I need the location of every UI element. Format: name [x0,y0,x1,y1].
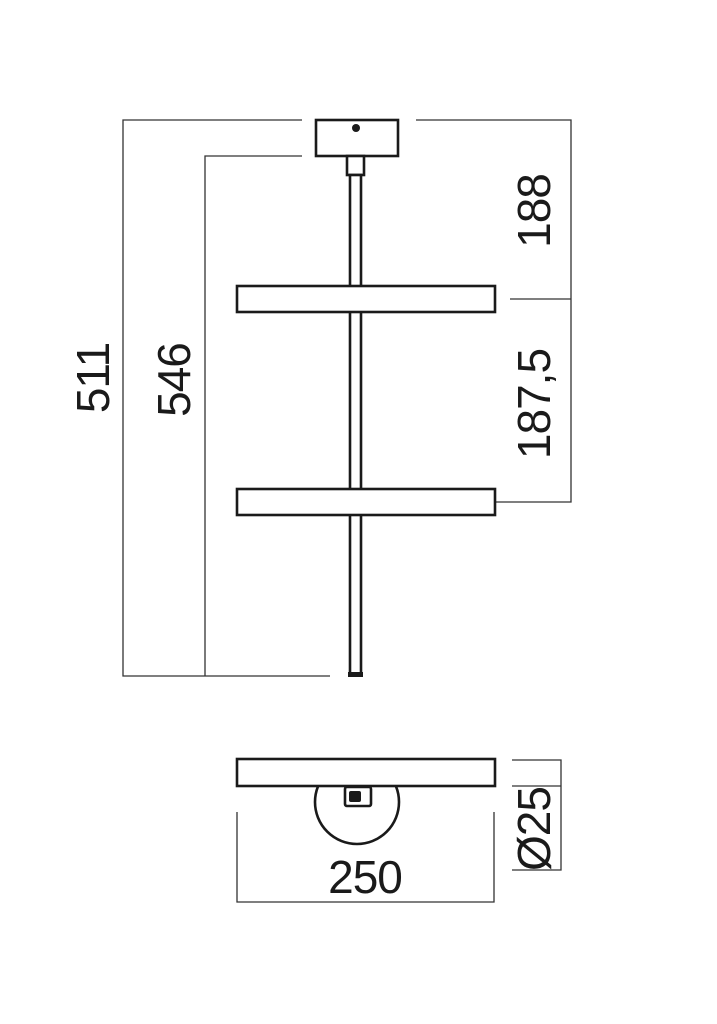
dimension-line-511 [122,119,330,677]
dim-label-188: 188 [508,174,560,248]
dim-label-diameter: Ø25 [508,787,560,871]
dimension-line-250 [236,812,495,903]
top-view: 250 Ø25 [235,757,562,903]
rod-end-cap [348,672,363,677]
top-view-shelf [235,757,497,788]
dimension-lines-left [122,119,330,677]
dim-label-546: 546 [148,343,200,417]
mount-screw-hole [352,124,360,132]
dim-label-250: 250 [328,851,402,903]
mount-connector [345,154,366,177]
dim-label-511: 511 [67,343,119,413]
rod-section [349,791,361,802]
front-view: 511 546 188 187,5 [67,118,572,677]
dimension-lines-right [416,119,572,503]
lower-shelf [235,487,497,517]
dimension-line-546 [204,155,302,676]
dimension-line-diameter [512,759,562,871]
dim-label-187-5: 187,5 [508,349,560,459]
dimension-line-right-outer [416,119,572,503]
upper-shelf [235,284,497,314]
vertical-rod [348,173,363,677]
